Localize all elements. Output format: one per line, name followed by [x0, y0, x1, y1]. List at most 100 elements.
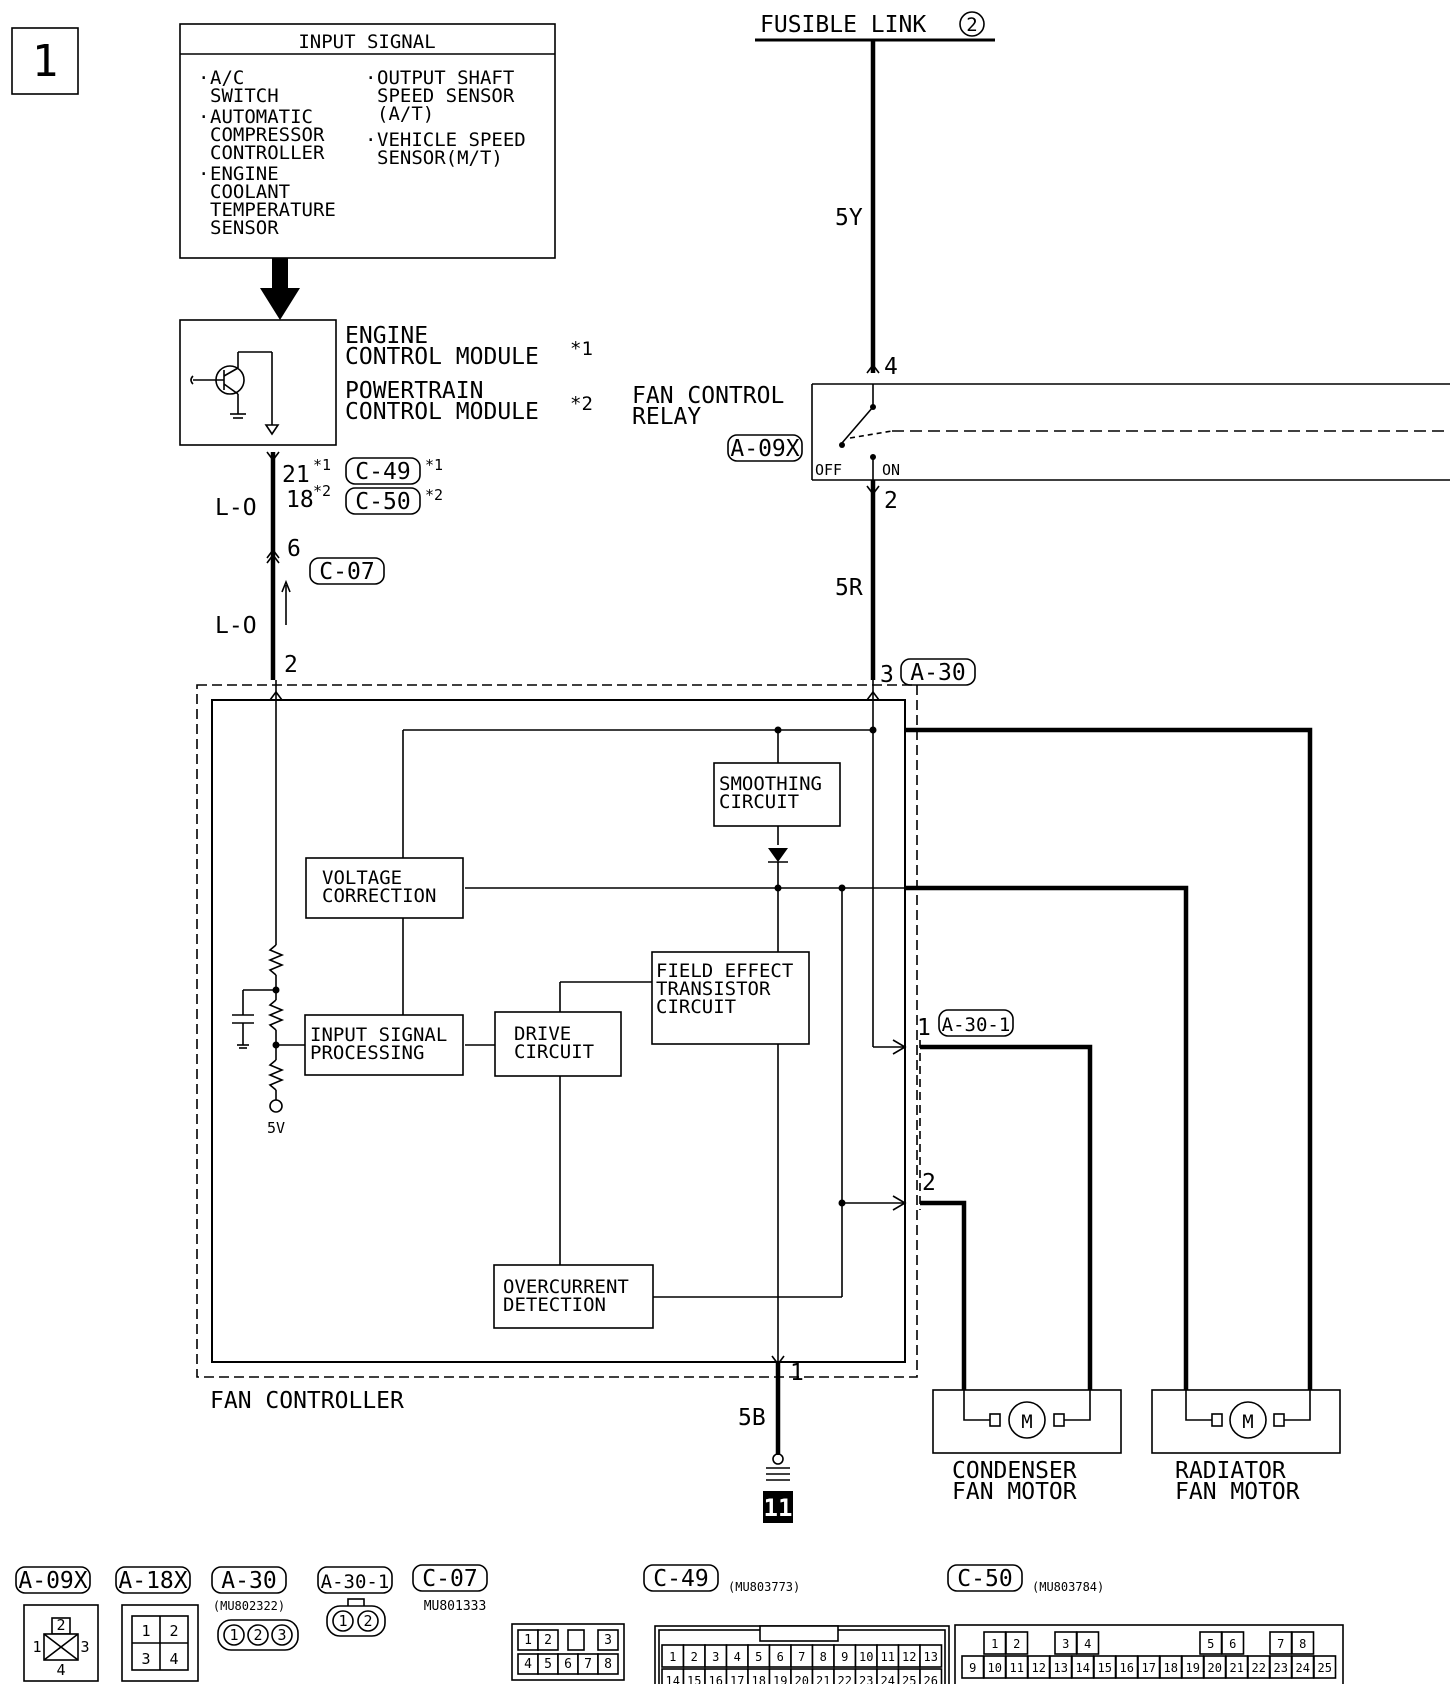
fan-controller-internal	[232, 680, 907, 1366]
connector-pin	[1221, 1631, 1245, 1655]
connector-pin-label: 16	[709, 1674, 723, 1684]
page-number: 1	[32, 36, 59, 87]
connector-pin-label: 20	[1208, 1661, 1222, 1675]
wire-lo-lower: L-O	[215, 613, 257, 639]
connector-pin-label: 2	[691, 1650, 698, 1664]
connector-pin-label: 8	[604, 1657, 612, 1672]
connector-pin-label: 13	[1054, 1661, 1068, 1675]
pin-fc-2: 2	[284, 652, 298, 678]
connector-pin-label: 17	[730, 1674, 744, 1684]
connector-pin-label: 19	[773, 1674, 787, 1684]
connector-pin-label: 15	[1098, 1661, 1112, 1675]
connector-pin	[1313, 1655, 1337, 1679]
input-signal-box: INPUT SIGNAL · A/C SWITCH · AUTOMATIC CO…	[179, 23, 556, 259]
radiator-motor-symbol: M	[1242, 1411, 1253, 1433]
connector-pin-label: 4	[734, 1650, 741, 1664]
page-number-box: 1	[11, 27, 79, 95]
relay-off: OFF	[815, 461, 842, 479]
wire-5r-label: 5R	[835, 575, 863, 601]
connector-pin-label: 4	[1084, 1637, 1091, 1651]
svg-text:·: ·	[198, 163, 209, 185]
overcurrent-label-2: DETECTION	[503, 1294, 606, 1316]
connector-pin-label: 20	[795, 1674, 809, 1684]
svg-text:C-07: C-07	[422, 1566, 477, 1592]
connector-pin-label: 1	[991, 1637, 998, 1651]
connector-pin-label: 9	[969, 1661, 976, 1675]
radiator-label-1: RADIATOR	[1175, 1458, 1286, 1484]
relay-on: ON	[882, 461, 900, 479]
svg-text:2: 2	[363, 1612, 372, 1630]
svg-text:A-18X: A-18X	[118, 1568, 187, 1594]
connector-pin-label: 22	[838, 1674, 852, 1684]
input-item-output-shaft: OUTPUT SHAFT	[377, 67, 514, 89]
svg-text:1: 1	[338, 1612, 347, 1630]
connector-pin-label: 7	[798, 1650, 805, 1664]
fan-controller-label: FAN CONTROLLER	[210, 1388, 404, 1414]
condenser-fan-motor: M	[932, 1389, 1122, 1454]
connector-pin-label: 11	[881, 1650, 895, 1664]
svg-text:A-09X: A-09X	[18, 1568, 87, 1594]
input-item-speed-sensor: SPEED SENSOR	[377, 85, 515, 107]
pin-relay-4: 4	[884, 354, 898, 380]
input-signal-title: INPUT SIGNAL	[298, 31, 435, 53]
wire-5y-label: 5Y	[835, 205, 863, 231]
condenser-motor-symbol: M	[1021, 1411, 1032, 1433]
relay-label-2: RELAY	[632, 404, 701, 430]
connector-pin-label: 10	[859, 1650, 873, 1664]
connector-pin	[1005, 1631, 1029, 1655]
ground-symbol: 11	[763, 1453, 793, 1523]
fet-label-1: FIELD EFFECT	[656, 960, 793, 982]
svg-text:A-30: A-30	[221, 1568, 276, 1594]
input-item-engine: ENGINE	[210, 163, 279, 185]
connector-pin-label: 3	[1062, 1637, 1069, 1651]
svg-text:1: 1	[32, 1638, 41, 1656]
connector-c07: C-07	[319, 559, 374, 585]
connector-pin-label: 2	[544, 1633, 552, 1648]
svg-text:MU801333: MU801333	[424, 1599, 487, 1614]
input-item-ac-switch: SWITCH	[210, 85, 279, 107]
connector-pin-label: 5	[755, 1650, 762, 1664]
relay-label-1: FAN CONTROL	[632, 383, 784, 409]
pin-ecm-21: 21	[282, 462, 310, 488]
connector-view-a09x: A-09X 2 1 3 4	[15, 1566, 99, 1682]
connector-pin-label: 14	[666, 1674, 680, 1684]
ecm-mark-1: *1	[570, 338, 593, 360]
svg-text:1: 1	[229, 1626, 238, 1644]
wire-lo-upper: L-O	[215, 495, 257, 521]
ecm-label-1: ENGINE	[345, 323, 428, 349]
connector-pin-label: 25	[902, 1674, 916, 1684]
connector-c50-mark: *2	[425, 486, 443, 504]
radiator-fan-motor: M	[1151, 1389, 1341, 1454]
fet-circuit-block: FIELD EFFECT TRANSISTOR CIRCUIT	[651, 951, 810, 1045]
drive-label-2: CIRCUIT	[514, 1041, 594, 1063]
overcurrent-detection-block: OVERCURRENT DETECTION	[493, 1264, 654, 1329]
svg-text:C-50: C-50	[957, 1566, 1012, 1592]
radiator-label-2: FAN MOTOR	[1175, 1479, 1300, 1505]
motor-wires	[905, 727, 1313, 1390]
input-item-automatic: AUTOMATIC	[210, 106, 313, 128]
pin-ecm-21-mark: *1	[313, 456, 331, 474]
connector-pin-label: 10	[988, 1661, 1002, 1675]
svg-text:1: 1	[141, 1622, 150, 1640]
pin-ecm-18: 18	[286, 487, 314, 513]
connector-a30: A-30	[910, 660, 965, 686]
smoothing-label-1: SMOOTHING	[719, 773, 822, 795]
pin-ecm-18-mark: *2	[313, 482, 331, 500]
connector-pin-label: 24	[881, 1674, 895, 1684]
connector-pin-label: 6	[1229, 1637, 1236, 1651]
connector-pin	[919, 1644, 943, 1668]
wire-5b-label: 5B	[738, 1405, 766, 1431]
pin-a301-2: 2	[922, 1170, 936, 1196]
connector-pin	[1291, 1631, 1315, 1655]
fusible-link-label: FUSIBLE LINK	[760, 12, 926, 38]
fet-label-2: TRANSISTOR	[656, 978, 771, 1000]
connector-pin-label: 19	[1186, 1661, 1200, 1675]
pin-a301-1: 1	[917, 1015, 931, 1041]
connector-pin-label: 22	[1252, 1661, 1266, 1675]
connector-pin-label: 4	[524, 1657, 532, 1672]
connector-pin-label: 11	[1010, 1661, 1024, 1675]
svg-text:·: ·	[198, 106, 209, 128]
